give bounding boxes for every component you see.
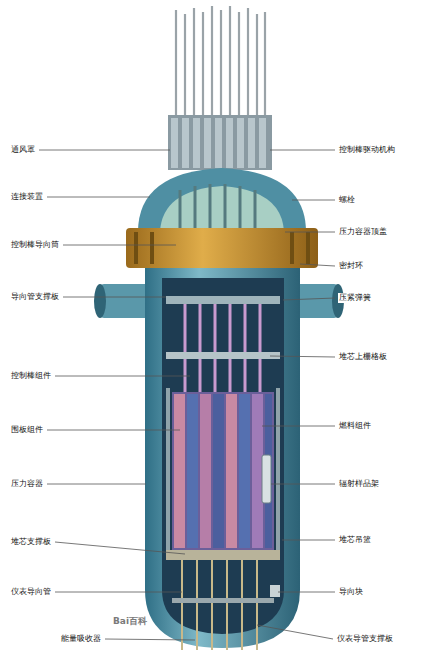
- leader-line: [257, 625, 333, 639]
- watermark: Bai百科: [112, 616, 148, 626]
- part-label: 仪表导向管: [10, 587, 52, 597]
- part-label: 导向块: [338, 587, 364, 597]
- leader-line: [105, 639, 195, 640]
- part-label: 压紧弹簧: [338, 293, 372, 303]
- leader-line: [47, 484, 146, 485]
- part-label: 能量吸收器: [60, 634, 102, 644]
- leader-line: [262, 426, 335, 427]
- part-label: 辐射样品架: [338, 479, 380, 489]
- leader-line: [63, 245, 176, 246]
- leader-line: [285, 232, 335, 233]
- leader-line: [270, 150, 335, 151]
- part-label: 堆芯上栅格板: [338, 352, 388, 362]
- leader-line: [300, 264, 335, 266]
- leader-line: [55, 376, 190, 377]
- leader-line: [63, 297, 166, 298]
- leader-line: [292, 200, 335, 201]
- part-label: 控制棒组件: [10, 371, 52, 381]
- part-label: 控制棒导向筒: [10, 240, 60, 250]
- part-label: 连接装置: [10, 192, 44, 202]
- leader-line: [47, 197, 150, 198]
- leader-line: [39, 150, 170, 151]
- part-label: 堆芯吊篮: [338, 535, 372, 545]
- part-label: 仪表导管支撑板: [336, 634, 394, 644]
- part-label: 控制棒驱动机构: [338, 145, 396, 155]
- part-label: 燃料组件: [338, 421, 372, 431]
- leader-line: [282, 540, 335, 541]
- leader-line: [278, 592, 335, 593]
- part-label: 压力容器顶盖: [338, 227, 388, 237]
- leader-line: [55, 592, 182, 593]
- leader-line: [271, 484, 335, 485]
- part-label: 导向管支撑板: [10, 292, 60, 302]
- part-label: 围板组件: [10, 425, 44, 435]
- part-label: 堆芯支撑板: [10, 537, 52, 547]
- part-label: 密封环: [338, 261, 364, 271]
- leader-line: [270, 356, 335, 357]
- leader-line: [55, 542, 185, 554]
- part-label: 通风罩: [10, 145, 36, 155]
- leader-line: [283, 298, 335, 300]
- part-label: 压力容器: [10, 479, 44, 489]
- part-label: 螺栓: [338, 195, 356, 205]
- leader-line: [47, 430, 180, 431]
